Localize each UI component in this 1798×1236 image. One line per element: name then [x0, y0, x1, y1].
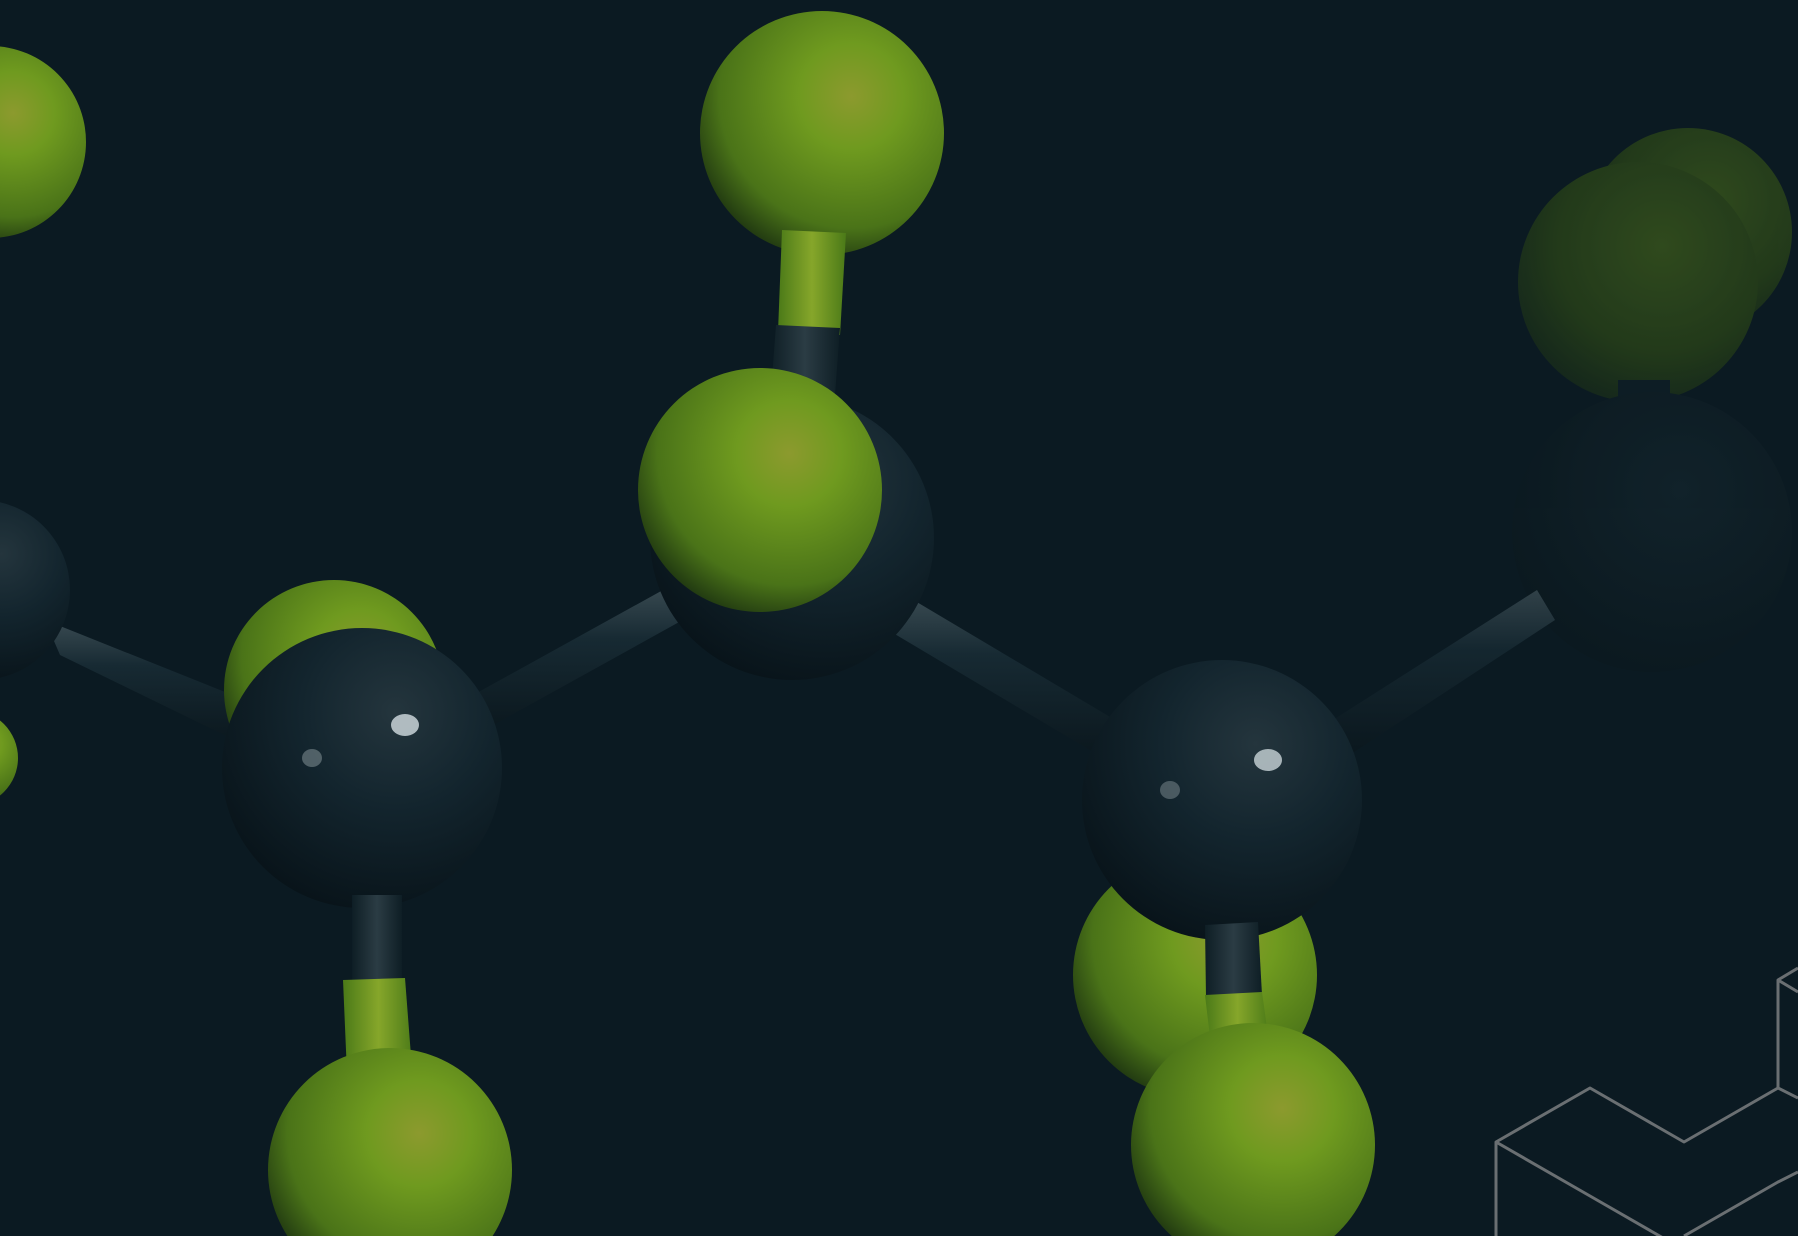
bond — [455, 585, 690, 738]
bond — [45, 620, 275, 750]
fluorine-atom — [638, 368, 882, 612]
bond — [352, 895, 402, 987]
backbone-bonds — [45, 585, 1555, 765]
bond — [778, 230, 846, 335]
fluorine-atom — [0, 46, 86, 238]
faded-atom-group — [1512, 128, 1792, 672]
atom-highlight — [302, 749, 322, 767]
bond — [1325, 590, 1555, 758]
carbon-atom — [0, 502, 70, 678]
fluorine-atom — [268, 1048, 512, 1236]
atom-highlight — [1160, 781, 1180, 799]
bond — [888, 595, 1132, 765]
fluorine-atom — [1131, 1023, 1375, 1236]
fluorine-atom — [0, 720, 18, 796]
carbon-atom — [222, 628, 502, 908]
atom-highlight — [391, 714, 419, 736]
hexagon-outline-icon — [1494, 966, 1798, 1236]
atom-highlight — [1254, 749, 1282, 771]
fluorine-atom — [700, 11, 944, 255]
carbon-atom — [1512, 392, 1792, 672]
carbon-atom — [1082, 660, 1362, 940]
fluorine-atom — [1518, 162, 1758, 402]
bond — [1205, 922, 1262, 998]
